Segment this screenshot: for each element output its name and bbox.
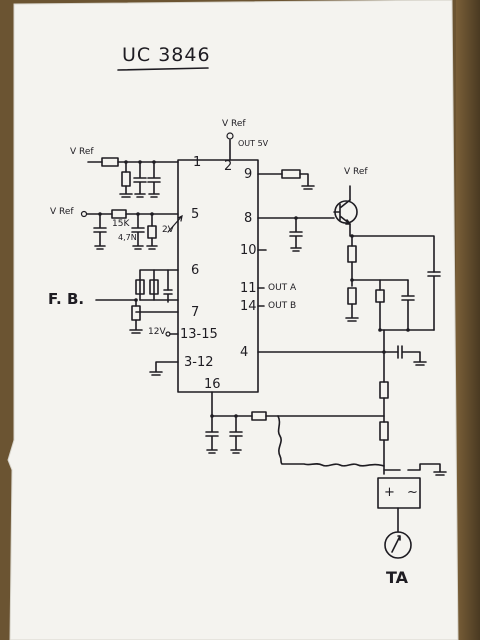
pin-9-label: 9 xyxy=(244,167,253,182)
diagram-title: UC 3846 xyxy=(122,44,211,66)
vref-label-pin5: V Ref xyxy=(50,207,74,217)
fb-label: F. B. xyxy=(48,290,85,308)
vref-label-pin2: V Ref xyxy=(222,119,246,129)
supply-symbols: + ~ xyxy=(384,485,422,500)
pin-3-12-label: 3-12 xyxy=(184,355,214,370)
pin-4-label: 4 xyxy=(240,345,249,360)
out-a-label: OUT A xyxy=(268,283,297,293)
desk-edge xyxy=(456,0,480,640)
pin-11-label: 11 xyxy=(240,281,257,296)
pin-1-label: 1 xyxy=(193,155,202,170)
vref-label-transistor: V Ref xyxy=(344,167,368,177)
ta-meter xyxy=(384,531,412,559)
pin-2-label: 2 xyxy=(224,159,233,174)
pin-14-label: 14 xyxy=(240,299,257,314)
coil-wire xyxy=(277,415,385,467)
pin-8-label: 8 xyxy=(244,211,253,226)
c47n-label: 4,7N xyxy=(118,233,137,242)
vref-label-pin1: V Ref xyxy=(70,147,94,157)
out-5v-label: OUT 5V xyxy=(238,139,269,148)
r15k-label: 15K xyxy=(112,219,130,229)
pin-13-15-label: 13-15 xyxy=(180,327,218,342)
ic-body xyxy=(177,159,259,393)
pin-10-label: 10 xyxy=(240,243,257,258)
pin-6-label: 6 xyxy=(191,263,200,278)
pin-7-label: 7 xyxy=(191,305,200,320)
pin-16-label: 16 xyxy=(204,377,221,392)
v2-label: 2V xyxy=(162,225,174,235)
supply-block xyxy=(377,477,421,509)
v12-label: 12V xyxy=(148,327,166,337)
title-underline xyxy=(117,67,209,71)
out-b-label: OUT B xyxy=(268,301,297,311)
pin-5-label: 5 xyxy=(191,207,200,222)
ta-label: TA xyxy=(386,568,409,587)
